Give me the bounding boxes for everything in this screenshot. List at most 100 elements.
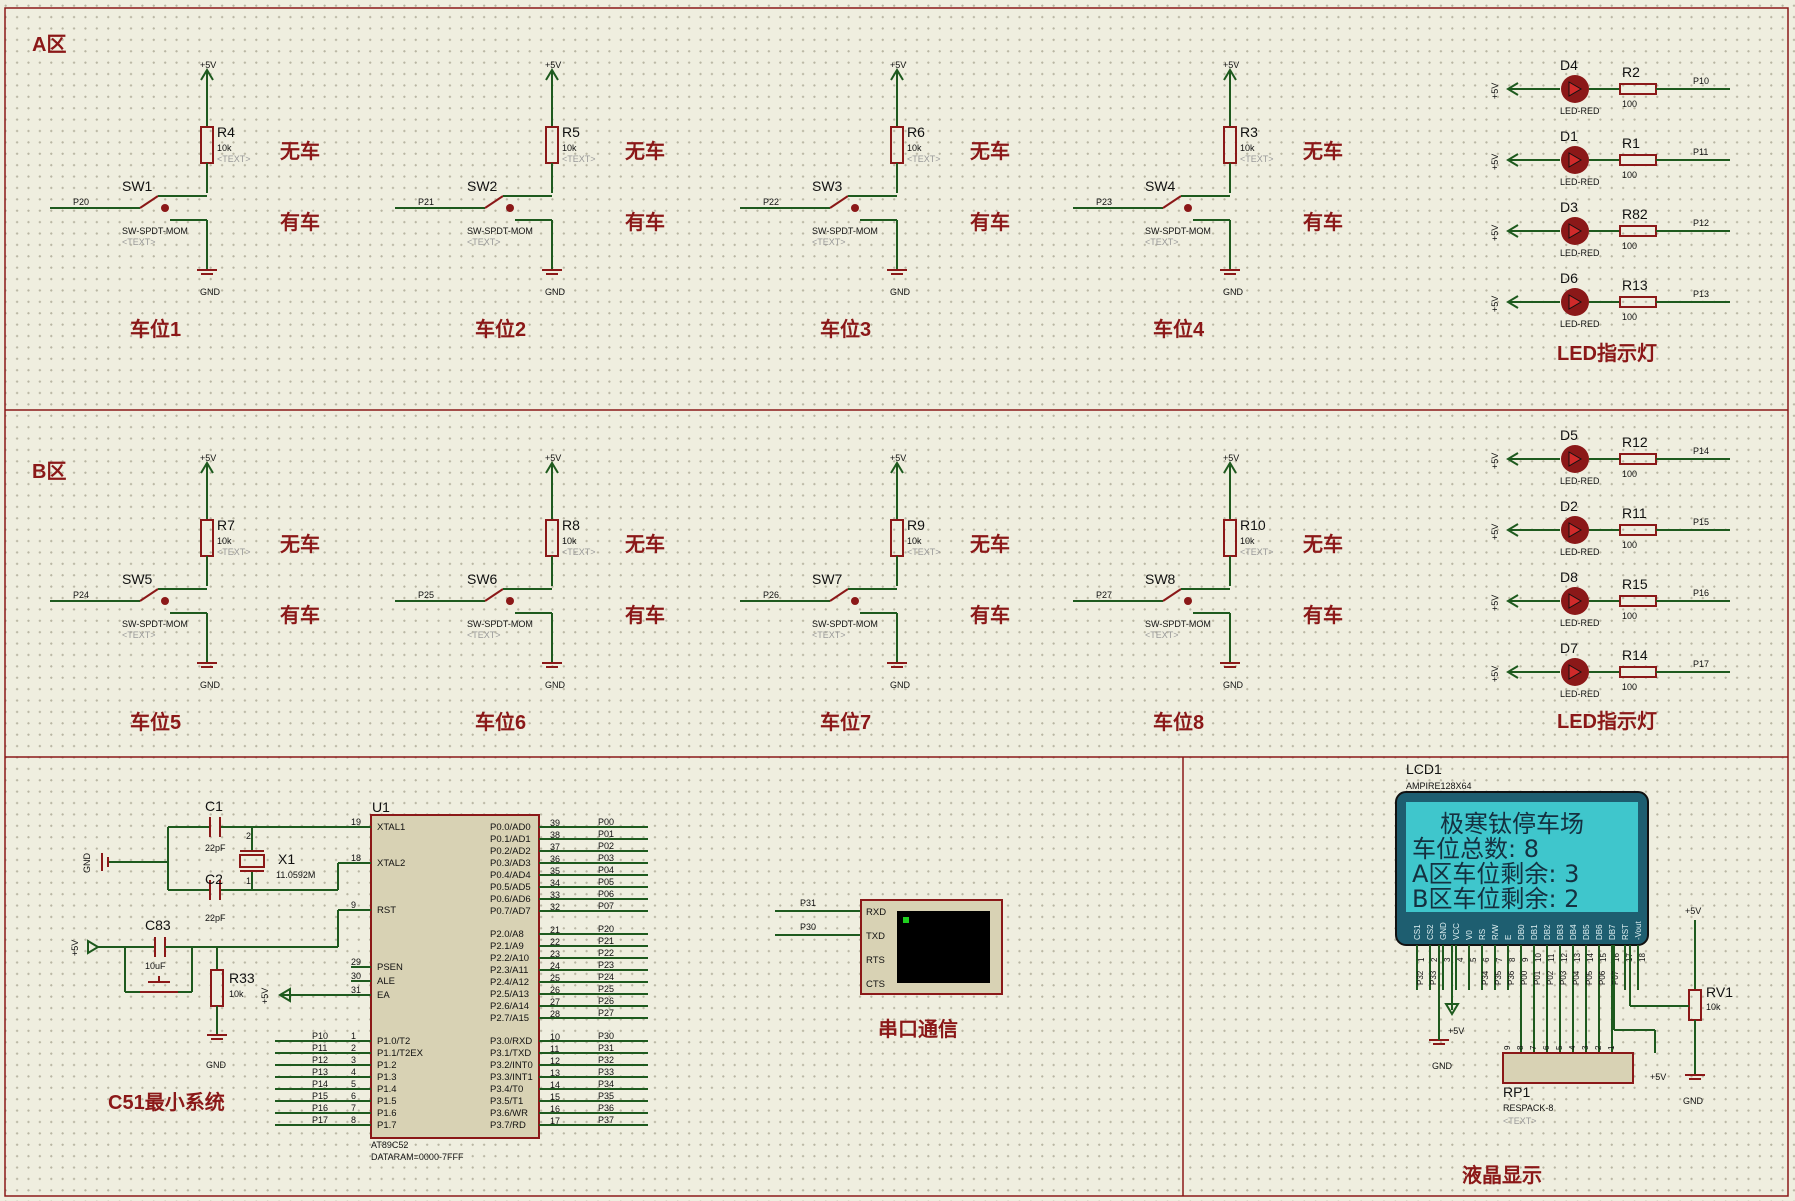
mcu-net-label: P31: [598, 1043, 614, 1053]
pullup-resistor[interactable]: [200, 126, 214, 164]
p1-net-label: P17: [312, 1115, 328, 1125]
resistor-text: <TEXT>: [562, 547, 596, 557]
gnd-label: GND: [545, 287, 566, 297]
serial-terminal: P31 P30 RXD TXD RTS CTS 串口通信: [775, 898, 1003, 1041]
switch-actuator[interactable]: [506, 204, 514, 212]
mcu-pin-name: P1.4: [377, 1084, 397, 1095]
lcd-line: 极寒钛停车场: [1440, 810, 1584, 838]
vcc-reset-label: +5V: [70, 940, 80, 956]
gnd-r33-label: GND: [206, 1060, 227, 1070]
led-resistor-value: 100: [1622, 611, 1637, 621]
pin-rts: RTS: [866, 955, 885, 966]
switch-text: <TEXT>: [467, 630, 501, 640]
led-resistor[interactable]: [1619, 225, 1657, 237]
switch-actuator[interactable]: [506, 597, 514, 605]
mcu-net-label: P02: [598, 841, 614, 851]
led-resistor[interactable]: [1619, 83, 1657, 95]
mcu-pin-name: P3.1/TXD: [490, 1048, 531, 1059]
led-model: LED-RED: [1560, 547, 1600, 557]
pullup-resistor[interactable]: [890, 519, 904, 557]
led-net: P10: [1693, 76, 1709, 86]
pullup-resistor[interactable]: [1223, 126, 1237, 164]
led-resistor-value: 100: [1622, 99, 1637, 109]
led-resistor[interactable]: [1619, 453, 1657, 465]
mcu-pin-name: RST: [377, 905, 396, 916]
terminal-screen[interactable]: [897, 911, 990, 983]
lcd-screen[interactable]: [1406, 802, 1638, 912]
switch-actuator[interactable]: [851, 204, 859, 212]
pullup-resistor[interactable]: [890, 126, 904, 164]
lcd-pin-num: 5: [1469, 957, 1478, 962]
pullup-resistor[interactable]: [545, 126, 559, 164]
rp1-pin-num: 4: [1568, 1045, 1577, 1050]
mcu-pin-num: 36: [550, 854, 560, 864]
mcu-pin-name: P2.2/A10: [490, 953, 529, 964]
led-group-b: +5VD5LED-REDR12100P14+5VD2LED-REDR11100P…: [1490, 427, 1730, 699]
led-vcc: +5V: [1490, 595, 1500, 611]
rp1-vcc: +5V: [1650, 1072, 1666, 1082]
parking-slot-车位4: +5VR310k<TEXT>GNDSW4SW-SPDT-MOM<TEXT>P23…: [1073, 60, 1343, 341]
zone-b-label: B区: [32, 461, 66, 483]
lcd-pin-num: 12: [1560, 953, 1569, 962]
mcu-net-label: P21: [598, 936, 614, 946]
led-resistor[interactable]: [1619, 666, 1657, 678]
lcd-vcc: +5V: [1448, 1026, 1464, 1036]
c2-ref: C2: [205, 871, 223, 887]
zone-a-label: A区: [32, 34, 66, 56]
state-occupied: 有车: [970, 603, 1010, 627]
led-resistor[interactable]: [1619, 595, 1657, 607]
pullup-resistor[interactable]: [545, 519, 559, 557]
mcu-pin-name: P1.5: [377, 1096, 397, 1107]
lcd-gnd: GND: [1432, 1061, 1453, 1071]
led-net: P11: [1693, 147, 1708, 157]
lcd-pin-name: VCC: [1452, 923, 1461, 940]
resistor-text: <TEXT>: [217, 154, 251, 164]
lcd-pin-num: 14: [1586, 953, 1595, 962]
led-resistor[interactable]: [1619, 154, 1657, 166]
switch-actuator[interactable]: [161, 204, 169, 212]
switch-actuator[interactable]: [851, 597, 859, 605]
rp1-pin-num: 1: [1607, 1045, 1616, 1050]
led-resistor[interactable]: [1619, 296, 1657, 308]
lcd-net-label: P01: [1533, 970, 1542, 985]
pullup-resistor[interactable]: [200, 519, 214, 557]
pullup-resistor[interactable]: [1223, 519, 1237, 557]
net-label: P21: [418, 197, 434, 207]
switch-actuator[interactable]: [1184, 597, 1192, 605]
vcc-label: +5V: [890, 453, 906, 463]
mcu-net-label: P20: [598, 924, 614, 934]
parking-slot-车位8: +5VR1010k<TEXT>GNDSW8SW-SPDT-MOM<TEXT>P2…: [1073, 453, 1343, 734]
led-resistor[interactable]: [1619, 524, 1657, 536]
mcu-pin-num: 35: [550, 866, 560, 876]
state-empty: 无车: [970, 532, 1010, 556]
mcu-pin-name: P1.7: [377, 1120, 397, 1131]
switch-model: SW-SPDT-MOM: [812, 619, 878, 629]
p1-net-label: P10: [312, 1031, 328, 1041]
mcu-body[interactable]: [370, 814, 540, 1139]
mcu-pin-num: 24: [550, 961, 560, 971]
switch-actuator[interactable]: [161, 597, 169, 605]
resistor-ref: R9: [907, 517, 925, 533]
switch-ref: SW8: [1145, 571, 1176, 587]
lcd-pin-name: RS: [1478, 929, 1487, 940]
parking-slot-车位2: +5VR510k<TEXT>GNDSW2SW-SPDT-MOM<TEXT>P21…: [395, 60, 665, 341]
led-net: P12: [1693, 218, 1709, 228]
led-resistor-ref: R11: [1622, 505, 1647, 521]
mcu-pin-num: 18: [351, 853, 361, 863]
rp1-body[interactable]: [1502, 1052, 1634, 1084]
mcu-model: AT89C52: [371, 1140, 408, 1150]
rv1-body[interactable]: [1688, 989, 1702, 1021]
switch-actuator[interactable]: [1184, 204, 1192, 212]
mcu-pin-num: 30: [351, 971, 361, 981]
state-occupied: 有车: [970, 210, 1010, 234]
lcd-pin-num: 2: [1430, 957, 1439, 962]
switch-text: <TEXT>: [122, 630, 156, 640]
lcd-pin-name: CS2: [1426, 924, 1435, 940]
lcd-pin-name: DB2: [1543, 924, 1552, 940]
lcd-pin-num: 18: [1638, 953, 1647, 962]
mcu-pin-num: 27: [550, 997, 560, 1007]
led-ref: D1: [1560, 128, 1578, 144]
mcu-pin-name: P2.0/A8: [490, 929, 524, 940]
